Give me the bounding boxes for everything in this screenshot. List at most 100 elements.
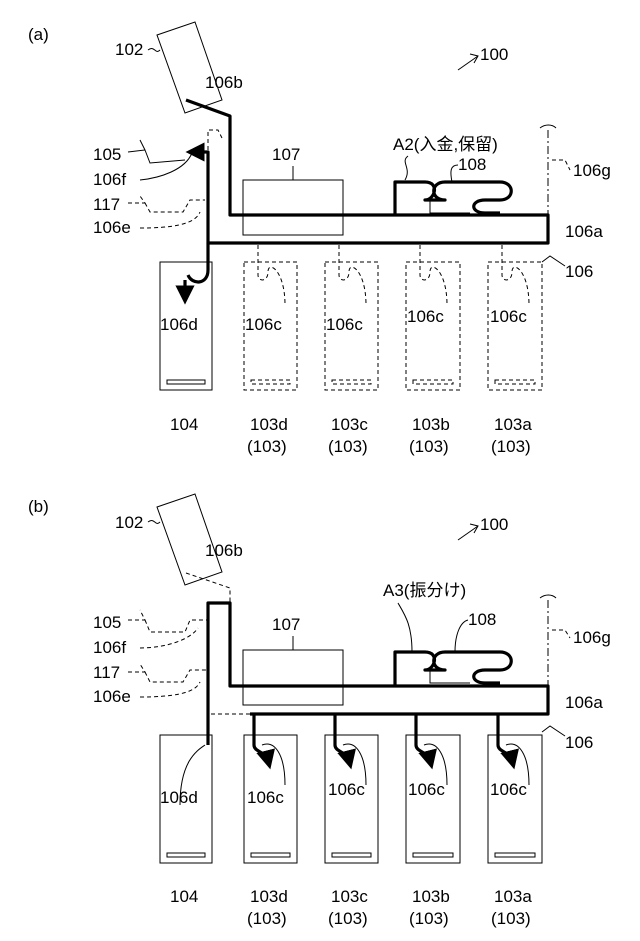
- device-label: 100: [480, 515, 508, 534]
- leader-line: [455, 620, 468, 652]
- panel-a: (a) 100 102 106b 105 106f 117 106e 107 A…: [28, 22, 611, 456]
- label-102: 102: [115, 40, 143, 59]
- leader-line: [542, 726, 565, 736]
- leader-line: [148, 49, 160, 52]
- outlet-117: [128, 196, 205, 212]
- label-117: 117: [93, 195, 120, 214]
- cassette-group: (103): [409, 437, 449, 456]
- label-106d: 106d: [160, 788, 198, 807]
- leader-line: [148, 521, 160, 524]
- label-106a: 106a: [565, 693, 603, 712]
- leader-line: [140, 212, 200, 228]
- leader-line: [542, 256, 565, 266]
- panel-tag: (a): [28, 25, 49, 44]
- cassette-103b: 103b (103) 106c: [406, 245, 460, 456]
- unit-107: [243, 650, 343, 705]
- outlet-117: [128, 664, 208, 682]
- cassette-label: 103b: [412, 887, 450, 906]
- unit-107: [243, 180, 343, 235]
- transport-path-106a: [186, 100, 548, 243]
- cassette-103a: 103a (103) 106c: [488, 245, 542, 456]
- label-108: 108: [468, 610, 496, 629]
- label-106g: 106g: [573, 628, 611, 647]
- label-106b: 106b: [205, 541, 243, 560]
- cassette-label: 103a: [494, 415, 532, 434]
- leader-line: [540, 595, 556, 598]
- leader-line: [398, 603, 412, 652]
- label-106c: 106c: [245, 315, 282, 334]
- leader-line: [405, 156, 408, 180]
- cassette-group: (103): [409, 909, 449, 928]
- path-106b-dashed: [208, 130, 222, 150]
- leader-line: [458, 56, 478, 70]
- label-106g: 106g: [573, 161, 611, 180]
- escrow-108: [395, 652, 511, 686]
- cassette-103d: 103d (103) 106c: [244, 245, 297, 456]
- label-105: 105: [93, 613, 121, 632]
- label-106f: 106f: [93, 638, 126, 657]
- cassette-label: 104: [170, 415, 198, 434]
- label-105: 105: [93, 145, 121, 164]
- label-106e: 106e: [93, 218, 131, 237]
- cassette-group: (103): [328, 909, 368, 928]
- label-108: 108: [458, 155, 486, 174]
- cassette-103c: 103c (103) 106c: [325, 245, 378, 456]
- panel-tag: (b): [28, 497, 49, 516]
- label-106d: 106d: [160, 315, 198, 334]
- cassette-group: (103): [247, 437, 287, 456]
- label-106: 106: [565, 733, 593, 752]
- outlet-105: [128, 140, 185, 163]
- panel-b: (b) 100 102 106b 105 106f 117 106e 107 A…: [28, 494, 611, 928]
- mode-label: A2(入金,保留): [393, 135, 498, 154]
- cassette-group: (103): [491, 437, 531, 456]
- leader-line: [552, 160, 570, 170]
- escrow-inner: [430, 670, 470, 683]
- label-106c: 106c: [490, 307, 527, 326]
- device-label: 100: [480, 45, 508, 64]
- leader-line: [552, 630, 570, 638]
- label-102: 102: [115, 513, 143, 532]
- label-106e: 106e: [93, 687, 131, 706]
- label-106c: 106c: [326, 315, 363, 334]
- label-106f: 106f: [93, 170, 126, 189]
- label-117: 117: [93, 663, 120, 682]
- label-106: 106: [565, 262, 593, 281]
- label-106c: 106c: [328, 780, 365, 799]
- path-106b-dashed: [186, 573, 230, 605]
- leader-line: [540, 125, 556, 128]
- escrow-inner: [430, 200, 470, 213]
- outlet-105: [128, 610, 208, 632]
- cassette-label: 103a: [494, 887, 532, 906]
- cassette-103b: 103b (103) 106c: [406, 714, 460, 928]
- label-106c: 106c: [247, 788, 284, 807]
- cassette-103c: 103c (103) 106c: [325, 714, 378, 928]
- label-106a: 106a: [565, 222, 603, 241]
- label-106c: 106c: [490, 780, 527, 799]
- leader-line: [140, 682, 200, 697]
- label-106c: 106c: [408, 780, 445, 799]
- cassette-group: (103): [491, 909, 531, 928]
- cassette-group: (103): [247, 909, 287, 928]
- cassette-label: 103b: [412, 415, 450, 434]
- cassette-label: 103c: [331, 415, 368, 434]
- deposit-slot-102: [157, 494, 222, 585]
- cassette-103a: 103a (103) 106c: [488, 714, 542, 928]
- cassette-group: (103): [328, 437, 368, 456]
- cassette-label: 104: [170, 887, 198, 906]
- cassette-label: 103d: [250, 887, 288, 906]
- label-106c: 106c: [407, 307, 444, 326]
- cassette-103d: 103d (103) 106c: [244, 714, 297, 928]
- cassette-label: 103c: [331, 887, 368, 906]
- label-107: 107: [272, 145, 300, 164]
- escrow-108: [395, 182, 511, 215]
- leader-line: [458, 526, 478, 540]
- leader-line: [451, 165, 458, 182]
- label-106b: 106b: [205, 73, 243, 92]
- label-107: 107: [272, 615, 300, 634]
- cassette-104: 104 106d: [160, 735, 212, 906]
- cassette-label: 103d: [250, 415, 288, 434]
- leader-line: [140, 628, 198, 648]
- deposit-slot-102: [157, 22, 222, 113]
- mode-label: A3(振分け): [383, 581, 466, 600]
